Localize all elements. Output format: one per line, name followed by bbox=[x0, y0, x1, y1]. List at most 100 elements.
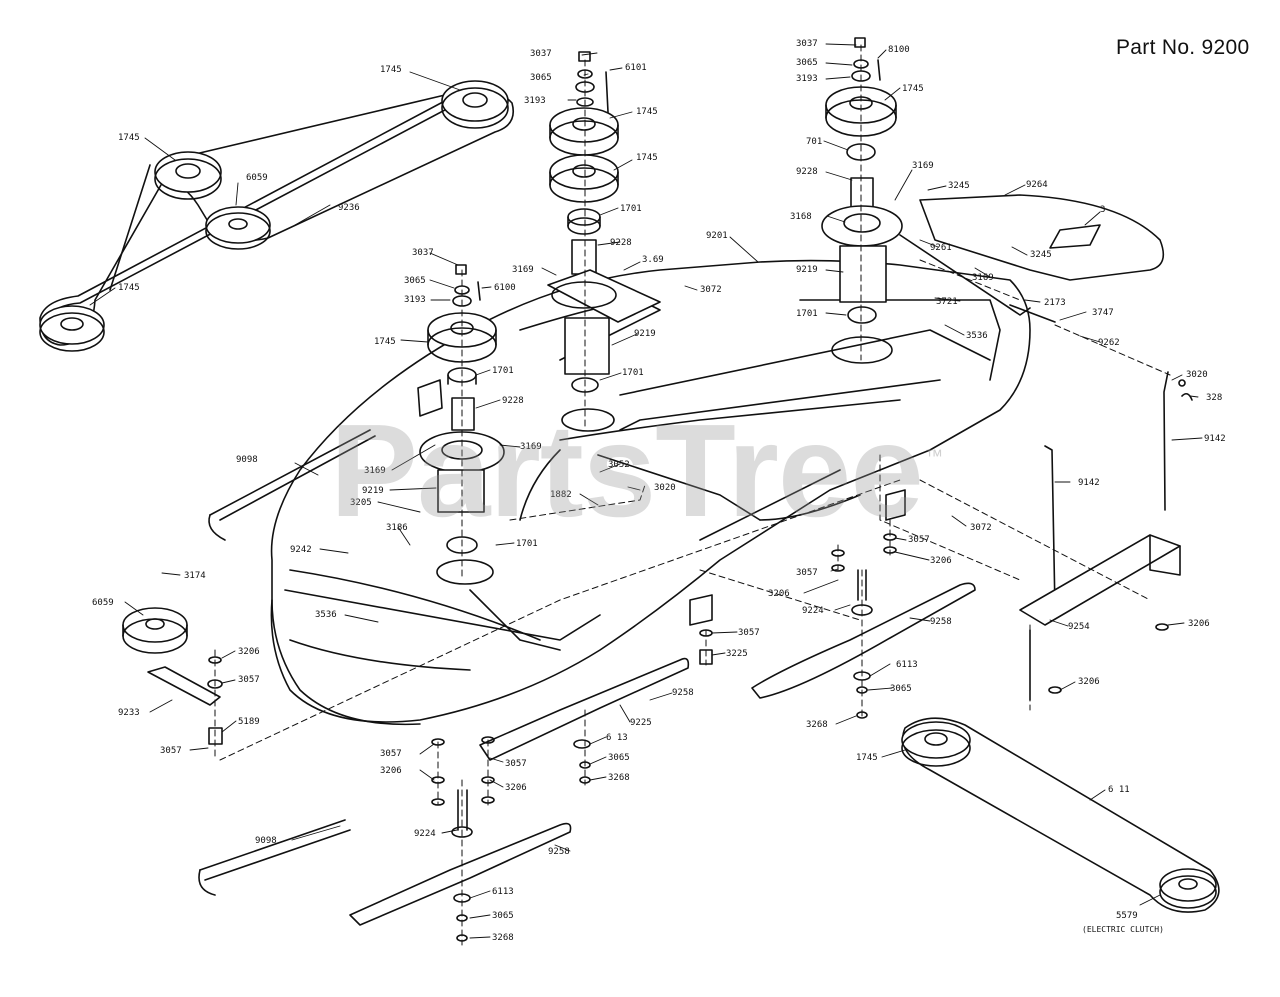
callout: 6059 bbox=[92, 598, 114, 608]
callout: 1701 bbox=[492, 366, 514, 376]
callout: 9262 bbox=[1098, 338, 1120, 348]
part-number: Part No. 9200 bbox=[1116, 36, 1250, 59]
callout: 3169 bbox=[972, 273, 994, 283]
callout: 3268 bbox=[492, 933, 514, 943]
callout: 9233 bbox=[118, 708, 140, 718]
callout: 9254 bbox=[1068, 622, 1090, 632]
leaders bbox=[89, 43, 1203, 939]
callout: 6 13 bbox=[606, 733, 628, 743]
callout: 9228 bbox=[502, 396, 524, 406]
pulley-1745-bottom bbox=[39, 305, 105, 352]
callout: 5579 bbox=[1116, 911, 1138, 921]
callout: 9258 bbox=[548, 847, 570, 857]
callout: 3268 bbox=[608, 773, 630, 783]
callout: 9219 bbox=[796, 265, 818, 275]
callout: 3245 bbox=[948, 181, 970, 191]
callout: 9258 bbox=[672, 688, 694, 698]
dash-lines bbox=[214, 44, 1171, 946]
upper-belt-assembly bbox=[39, 80, 514, 352]
callout: 9224 bbox=[802, 606, 824, 616]
callout: 1745 bbox=[374, 337, 396, 347]
callout: 3245 bbox=[1030, 250, 1052, 260]
callout: 3020 bbox=[654, 483, 676, 493]
callout: 3072 bbox=[700, 285, 722, 295]
callout: 1745 bbox=[856, 753, 878, 763]
callout: 8100 bbox=[888, 45, 910, 55]
callout: 3057 bbox=[238, 675, 260, 685]
callout: 3065 bbox=[890, 684, 912, 694]
callout: 9219 bbox=[634, 329, 656, 339]
callout: 1745 bbox=[380, 65, 402, 75]
callout: 1745 bbox=[118, 283, 140, 293]
callout: 1701 bbox=[796, 309, 818, 319]
center-spindle bbox=[547, 51, 661, 432]
callout: 5189 bbox=[238, 717, 260, 727]
callout: 1701 bbox=[622, 368, 644, 378]
callout: 3057 bbox=[380, 749, 402, 759]
callout: 3169 bbox=[512, 265, 534, 275]
callout: 6100 bbox=[494, 283, 516, 293]
callout: 3057 bbox=[505, 759, 527, 769]
callout: 9142 bbox=[1204, 434, 1226, 444]
callout: 9142 bbox=[1078, 478, 1100, 488]
idler-6059-lower bbox=[122, 607, 223, 745]
callout: 6059 bbox=[246, 173, 268, 183]
callout: 3169 bbox=[912, 161, 934, 171]
callout: 3065 bbox=[492, 911, 514, 921]
callout: 3057 bbox=[908, 535, 930, 545]
callout: 9236 bbox=[338, 203, 360, 213]
callout: 3206 bbox=[1078, 677, 1100, 687]
callout: 3020 bbox=[1186, 370, 1208, 380]
callout: 3186 bbox=[386, 523, 408, 533]
callout: 3169 bbox=[520, 442, 542, 452]
callout: 9098 bbox=[236, 455, 258, 465]
callout: 2173 bbox=[1044, 298, 1066, 308]
callout: 3225 bbox=[726, 649, 748, 659]
callout: 9242 bbox=[290, 545, 312, 555]
callout: 3206 bbox=[505, 783, 527, 793]
callout: 3065 bbox=[796, 58, 818, 68]
callout: 3193 bbox=[796, 74, 818, 84]
callout: 3057 bbox=[796, 568, 818, 578]
watermark-trademark: ™ bbox=[925, 446, 943, 466]
left-spindle bbox=[417, 264, 505, 585]
idler-6059 bbox=[205, 206, 271, 250]
callout: 3072 bbox=[970, 523, 992, 533]
callout: 1882 bbox=[550, 490, 572, 500]
callout: 3206 bbox=[238, 647, 260, 657]
watermark: PartsTree bbox=[330, 397, 924, 544]
rod-9098 bbox=[198, 429, 376, 896]
callout: 3193 bbox=[404, 295, 426, 305]
callout: 3.69 bbox=[642, 255, 664, 265]
callout: 1745 bbox=[636, 107, 658, 117]
callout: 9261 bbox=[930, 243, 952, 253]
callout: 3536 bbox=[966, 331, 988, 341]
callout: 3057 bbox=[738, 628, 760, 638]
callout: 1701 bbox=[620, 204, 642, 214]
callout: 701 bbox=[806, 137, 822, 147]
callout: 3052 bbox=[608, 460, 630, 470]
callout: 3037 bbox=[530, 49, 552, 59]
pulley-1745-top bbox=[441, 80, 509, 129]
callout: 3193 bbox=[524, 96, 546, 106]
cover-9264 bbox=[899, 194, 1165, 323]
right-spindle bbox=[821, 37, 903, 364]
callout: 6101 bbox=[625, 63, 647, 73]
callout: 3169 bbox=[364, 466, 386, 476]
callout: 3205 bbox=[350, 498, 372, 508]
lower-belt bbox=[901, 717, 1220, 913]
callout-note: (ELECTRIC CLUTCH) bbox=[1082, 925, 1164, 934]
callout: 1701 bbox=[516, 539, 538, 549]
callout: 3206 bbox=[930, 556, 952, 566]
belt-9236 bbox=[39, 88, 514, 346]
blades-9258 bbox=[349, 582, 976, 926]
callout: 6113 bbox=[492, 887, 514, 897]
callout: 1745 bbox=[902, 84, 924, 94]
callout: 6 11 bbox=[1108, 785, 1130, 795]
callout-labels: 1745 1745 6059 9236 1745 3037 3065 3193 … bbox=[92, 39, 1226, 943]
callout: 3065 bbox=[404, 276, 426, 286]
callout: 3206 bbox=[768, 589, 790, 599]
callout: 9219 bbox=[362, 486, 384, 496]
callout: 3536 bbox=[315, 610, 337, 620]
